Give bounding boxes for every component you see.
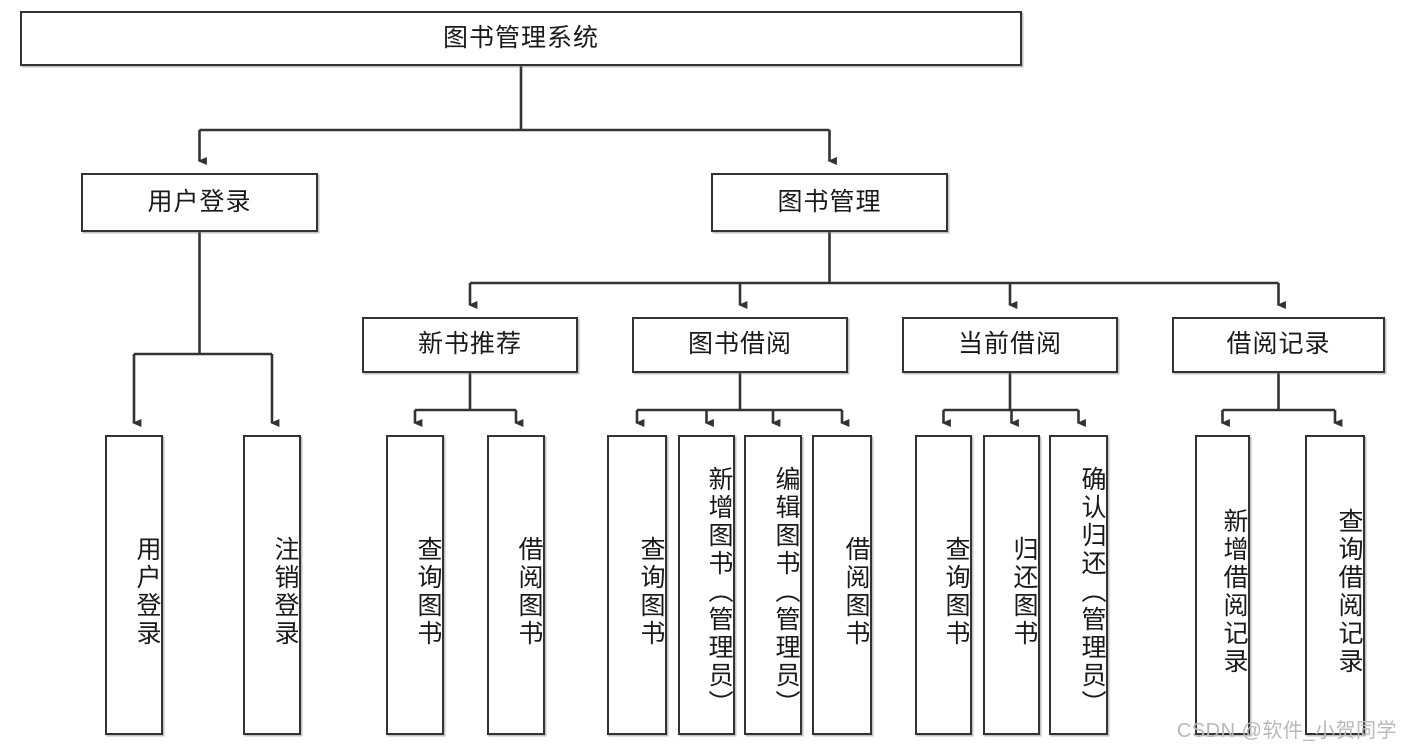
node-label: 借阅图书	[842, 536, 870, 648]
node-label: 新书推荐	[417, 330, 522, 359]
node-leaf-br-query[interactable]: 查询借阅记录	[1305, 435, 1365, 735]
node-new-book-rec[interactable]: 新书推荐	[362, 317, 578, 373]
node-leaf-cb-return[interactable]: 归还图书	[983, 435, 1040, 735]
node-label: 当前借阅	[957, 330, 1062, 359]
node-user-login[interactable]: 用户登录	[81, 173, 318, 232]
node-label: 图书借阅	[687, 330, 792, 359]
node-leaf-rec-borrow[interactable]: 借阅图书	[487, 435, 545, 735]
node-current-borrow[interactable]: 当前借阅	[902, 317, 1118, 373]
node-label: 新增借阅记录	[1220, 508, 1248, 676]
node-label: 编辑图书（管理员）	[772, 466, 800, 718]
node-leaf-bb-edit[interactable]: 编辑图书（管理员）	[744, 435, 802, 735]
node-leaf-cb-query[interactable]: 查询图书	[915, 435, 972, 735]
node-borrow-record[interactable]: 借阅记录	[1172, 317, 1385, 373]
node-leaf-user-logout[interactable]: 注销登录	[243, 435, 301, 735]
node-label: 新增图书（管理员）	[705, 466, 733, 718]
node-leaf-br-add[interactable]: 新增借阅记录	[1195, 435, 1250, 735]
node-leaf-user-login[interactable]: 用户登录	[105, 435, 163, 735]
node-leaf-bb-borrow[interactable]: 借阅图书	[812, 435, 872, 735]
node-root[interactable]: 图书管理系统	[20, 11, 1022, 66]
node-leaf-cb-confirm[interactable]: 确认归还（管理员）	[1049, 435, 1108, 735]
node-label: 借阅记录	[1226, 330, 1331, 359]
node-label: 图书管理系统	[442, 23, 599, 52]
node-leaf-bb-add[interactable]: 新增图书（管理员）	[678, 435, 735, 735]
node-book-manage[interactable]: 图书管理	[711, 173, 948, 232]
node-label: 确认归还（管理员）	[1078, 466, 1106, 718]
node-label: 查询图书	[942, 536, 970, 648]
node-label: 图书管理	[777, 187, 882, 216]
node-label: 查询借阅记录	[1335, 508, 1363, 676]
node-label: 归还图书	[1010, 536, 1038, 648]
csdn-watermark: CSDN @软件_小贺同学	[1176, 720, 1397, 742]
node-leaf-bb-query[interactable]: 查询图书	[607, 435, 667, 735]
node-book-borrow[interactable]: 图书借阅	[632, 317, 848, 373]
node-label: 用户登录	[147, 187, 252, 216]
node-leaf-rec-query[interactable]: 查询图书	[386, 435, 444, 735]
node-label: 借阅图书	[515, 536, 543, 648]
node-label: 用户登录	[133, 536, 161, 648]
node-label: 注销登录	[271, 536, 299, 648]
node-label: 查询图书	[637, 536, 665, 648]
node-label: 查询图书	[414, 536, 442, 648]
